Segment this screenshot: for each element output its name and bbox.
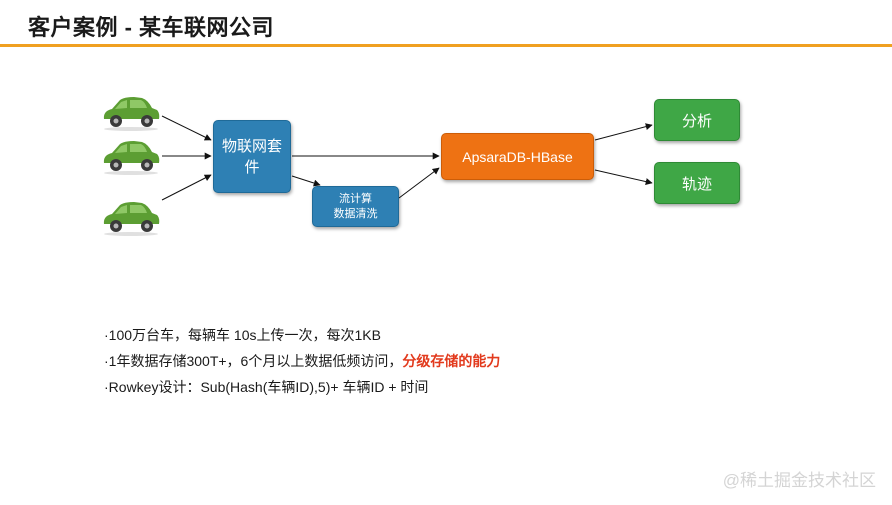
stream-label-line1: 流计算	[339, 192, 372, 205]
bullet-list: ·100万台车，每辆车 10s上传一次，每次1KB ·1年数据存储300T+，6…	[104, 322, 500, 400]
track-node: 轨迹	[654, 162, 740, 204]
arrow-hbase-to-analysis	[594, 123, 653, 141]
watermark: @稀土掘金技术社区	[722, 471, 876, 490]
bullet-item: ·1年数据存储300T+，6个月以上数据低频访问，分级存储的能力	[104, 353, 501, 369]
grass-car-icon	[103, 202, 160, 236]
arrow-car3-to-iot	[161, 174, 212, 201]
grass-car-icon	[103, 97, 160, 131]
grass-car-icon	[103, 141, 160, 175]
arrow-car1-to-iot	[161, 115, 212, 141]
iot-suite-node: 物联网套件	[213, 120, 291, 193]
page-title: 客户案例 - 某车联网公司	[28, 15, 275, 40]
analysis-label: 分析	[681, 112, 712, 130]
bullet-item: ·Rowkey设计：Sub(Hash(车辆ID),5)+ 车辆ID + 时间	[104, 379, 429, 395]
analysis-node: 分析	[654, 99, 740, 141]
arrow-iot-to-stream	[291, 175, 321, 187]
stream-computing-node: 流计算 数据清洗	[312, 186, 399, 227]
iot-suite-label: 物联网套件	[222, 137, 283, 176]
title-underline	[0, 44, 892, 47]
arrow-hbase-to-track	[594, 169, 653, 186]
hbase-label: ApsaraDB-HBase	[462, 148, 573, 165]
arrow-stream-to-hbase	[398, 167, 440, 199]
stream-label-line2: 数据清洗	[333, 207, 378, 220]
track-label: 轨迹	[681, 175, 712, 193]
bullet-item: ·100万台车，每辆车 10s上传一次，每次1KB	[104, 327, 381, 343]
highlighted-text: 分级存储的能力	[402, 353, 501, 369]
hbase-node: ApsaraDB-HBase	[441, 133, 594, 180]
